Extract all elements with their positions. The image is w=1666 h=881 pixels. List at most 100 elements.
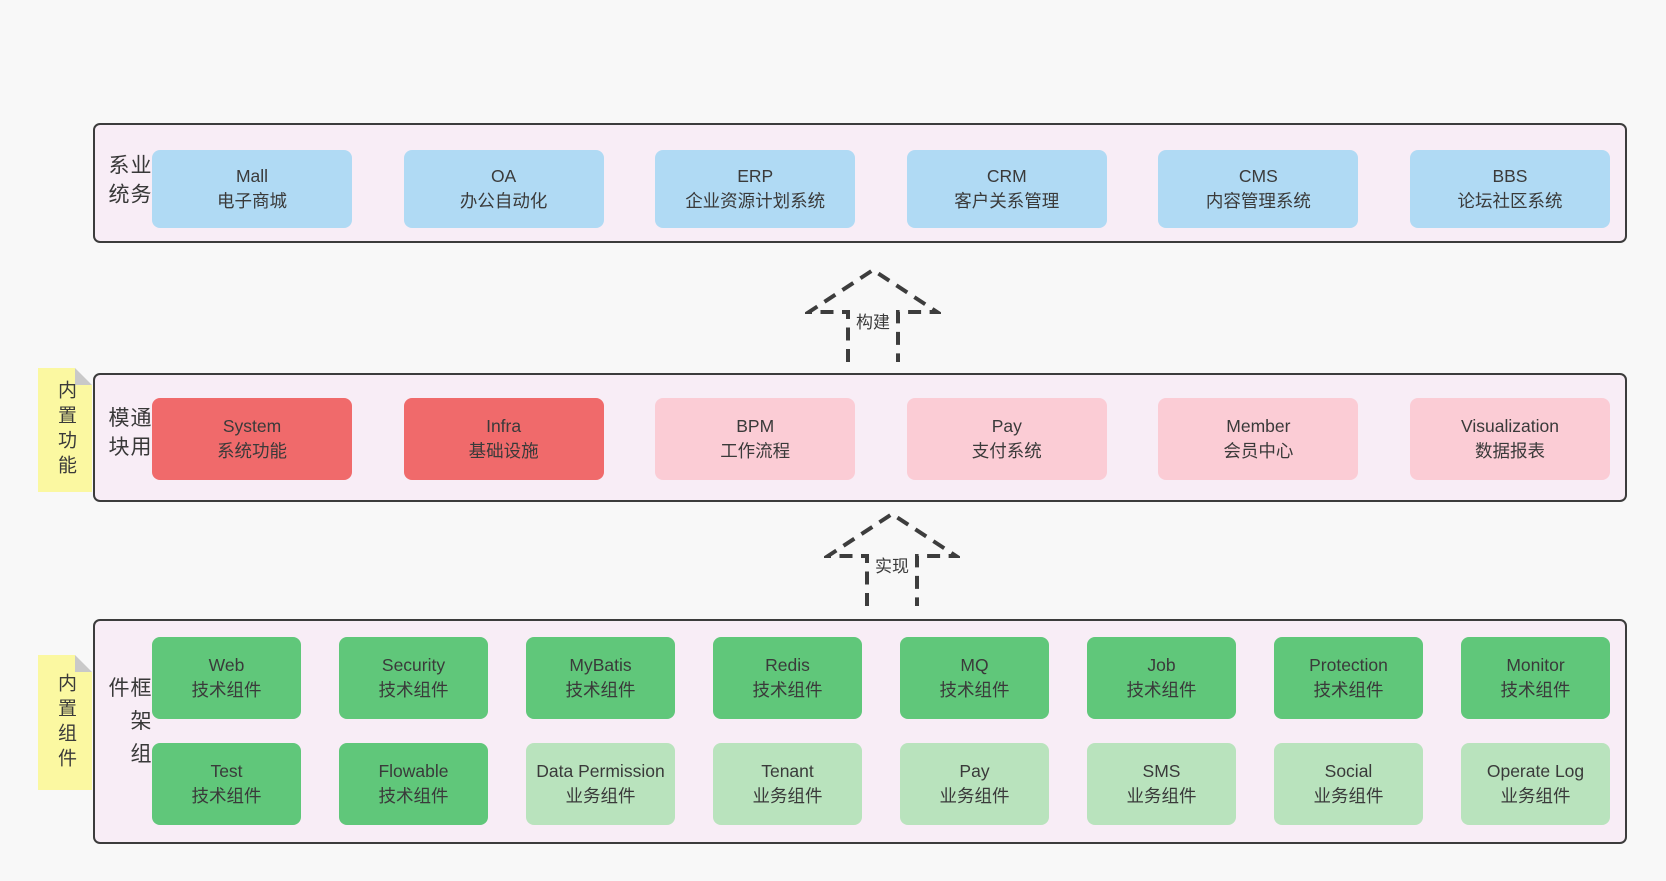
module-box-system: System 系统功能 xyxy=(152,398,352,480)
module-subtitle: 技术组件 xyxy=(939,680,1010,700)
module-title: Social xyxy=(1324,761,1373,781)
module-subtitle: 技术组件 xyxy=(565,680,636,700)
module-title: Monitor xyxy=(1506,655,1565,675)
band-label: 业务系统 xyxy=(106,154,151,212)
sticky-note-text: 内置组件 xyxy=(55,672,76,773)
module-box-data-permission: Data Permission 业务组件 xyxy=(526,743,675,825)
block-arrow-up-icon xyxy=(805,267,941,362)
folded-corner-icon xyxy=(75,655,92,672)
module-title: Infra xyxy=(486,416,522,436)
module-box-bbs: BBS 论坛社区系统 xyxy=(1409,150,1610,228)
module-box-flowable: Flowable 技术组件 xyxy=(339,743,488,825)
module-title: CMS xyxy=(1238,166,1278,186)
module-title: MyBatis xyxy=(569,655,632,675)
module-subtitle: 论坛社区系统 xyxy=(1457,191,1563,211)
sticky-note-builtin-components: 内置组件 xyxy=(38,655,92,790)
module-box-protection: Protection 技术组件 xyxy=(1274,637,1423,719)
module-box-infra: Infra 基础设施 xyxy=(403,398,604,480)
module-box-mq: MQ 技术组件 xyxy=(900,637,1049,719)
module-subtitle: 业务组件 xyxy=(1313,786,1384,806)
sticky-note-text: 内置功能 xyxy=(55,380,76,480)
band-label: 框架组件 xyxy=(106,676,151,776)
module-title: Protection xyxy=(1309,655,1388,675)
module-subtitle: 内容管理系统 xyxy=(1205,191,1311,211)
module-subtitle: 技术组件 xyxy=(191,680,262,700)
module-title: BBS xyxy=(1492,166,1528,186)
module-subtitle: 技术组件 xyxy=(1313,680,1384,700)
module-subtitle: 业务组件 xyxy=(565,786,636,806)
module-box-sms: SMS 业务组件 xyxy=(1087,743,1236,825)
dashed-up-arrow-build: 构建 xyxy=(805,262,941,366)
module-subtitle: 工作流程 xyxy=(720,441,791,461)
module-subtitle: 业务组件 xyxy=(1500,786,1571,806)
module-box-pay: Pay 支付系统 xyxy=(906,398,1107,480)
module-subtitle: 技术组件 xyxy=(191,786,262,806)
module-title: Visualization xyxy=(1461,416,1559,436)
module-subtitle: 业务组件 xyxy=(939,786,1010,806)
band-label: 通用模块 xyxy=(106,406,151,465)
module-subtitle: 业务组件 xyxy=(1126,786,1197,806)
module-title: BPM xyxy=(736,416,775,436)
module-subtitle: 技术组件 xyxy=(1500,680,1571,700)
module-box-job: Job 技术组件 xyxy=(1087,637,1236,719)
module-box-social: Social 业务组件 xyxy=(1274,743,1423,825)
module-title: ERP xyxy=(737,166,774,186)
block-arrow-up-icon xyxy=(824,511,960,606)
module-subtitle: 数据报表 xyxy=(1474,441,1545,461)
module-title: MQ xyxy=(960,655,989,675)
module-title: Test xyxy=(210,761,243,781)
module-box-bpm: BPM 工作流程 xyxy=(655,398,856,480)
module-title: Mall xyxy=(235,166,269,186)
module-box-oa: OA 办公自动化 xyxy=(403,150,604,228)
module-title: OA xyxy=(490,166,517,186)
module-subtitle: 客户关系管理 xyxy=(954,191,1060,211)
module-box-web: Web 技术组件 xyxy=(152,637,301,719)
module-box-monitor: Monitor 技术组件 xyxy=(1461,637,1610,719)
module-title: Redis xyxy=(765,655,810,675)
module-title: System xyxy=(222,416,282,436)
module-title: Security xyxy=(381,655,446,675)
module-title: Operate Log xyxy=(1486,761,1585,781)
module-title: SMS xyxy=(1142,761,1181,781)
module-title: CRM xyxy=(986,166,1027,186)
module-box-mall: Mall 电子商城 xyxy=(152,150,352,228)
module-subtitle: 系统功能 xyxy=(217,441,287,461)
module-title: Job xyxy=(1147,655,1176,675)
arrow-label: 实现 xyxy=(870,550,914,579)
module-title: Flowable xyxy=(378,761,449,781)
module-title: Data Permission xyxy=(536,761,665,781)
module-subtitle: 技术组件 xyxy=(1126,680,1197,700)
module-box-mybatis: MyBatis 技术组件 xyxy=(526,637,675,719)
module-title: Web xyxy=(208,655,245,675)
module-box-test: Test 技术组件 xyxy=(152,743,301,825)
module-box-security: Security 技术组件 xyxy=(339,637,488,719)
module-box-operate-log: Operate Log 业务组件 xyxy=(1461,743,1610,825)
folded-corner-icon xyxy=(75,368,92,385)
module-subtitle: 办公自动化 xyxy=(459,191,548,211)
module-title: Pay xyxy=(991,416,1022,436)
module-subtitle: 技术组件 xyxy=(378,786,449,806)
module-subtitle: 基础设施 xyxy=(468,441,539,461)
module-box-crm: CRM 客户关系管理 xyxy=(906,150,1107,228)
module-subtitle: 业务组件 xyxy=(752,786,823,806)
module-subtitle: 电子商城 xyxy=(217,191,287,211)
module-box-cms: CMS 内容管理系统 xyxy=(1158,150,1359,228)
module-subtitle: 技术组件 xyxy=(378,680,449,700)
dashed-up-arrow-implement: 实现 xyxy=(824,506,960,610)
module-subtitle: 会员中心 xyxy=(1223,441,1294,461)
module-subtitle: 支付系统 xyxy=(971,441,1042,461)
